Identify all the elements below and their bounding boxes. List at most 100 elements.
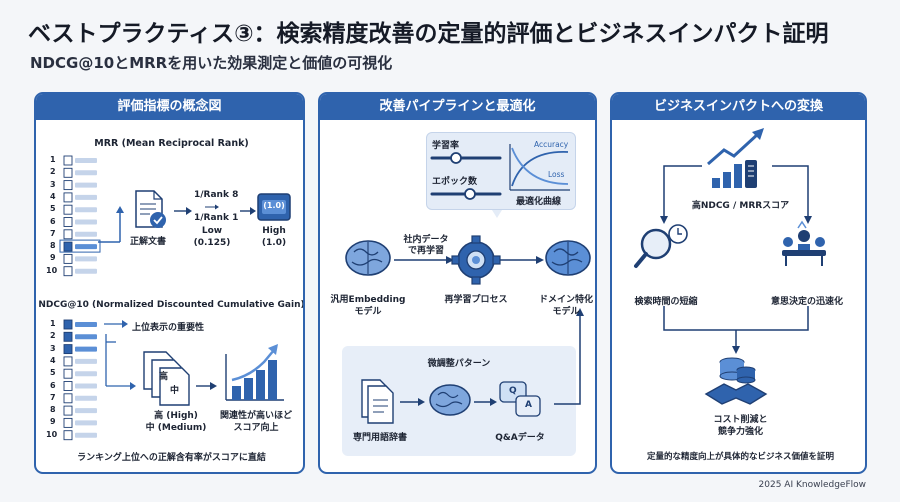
ndcg-rank-list [63,319,97,441]
rank-result-bar [75,371,97,377]
rank-result-bar [75,334,97,340]
high-relevance-label: 高 (High) [154,411,198,421]
rank-number: 7 [50,228,56,238]
rank-result-bar [75,420,97,426]
rank-document-row [63,253,73,264]
cost-label-1: コスト削減と [713,415,768,425]
relevance-note-1: 関連性が高いほど [219,411,292,421]
decision-meeting-icon [782,220,826,266]
base-model-brain-icon [345,240,391,276]
doc-mid-mark: 中 [170,386,180,396]
domain-model-label-1: ドメイン特化 [538,295,593,305]
score-box-icon [257,193,291,221]
rank-document-row [63,241,73,252]
rank-document-row [63,356,73,367]
rank-number: 5 [50,368,56,378]
rank-result-bar [75,383,97,389]
impact-panel: ビジネスインパクトへの変換 [610,92,867,474]
rank-number: 8 [50,241,56,251]
rank-number: 3 [50,343,56,353]
rank-result-bar [75,219,97,225]
rank-result-bar [75,346,97,352]
loss-label: Loss [548,170,565,179]
epochs-slider [430,188,502,200]
qa-data-label: Q&Aデータ [495,433,545,443]
glossary-label: 専門用語辞書 [352,433,407,443]
rank-number: 3 [50,179,56,189]
mrr-title: MRR (Mean Reciprocal Rank) [94,138,249,149]
rank-document-row [63,430,73,441]
accuracy-label: Accuracy [534,140,569,149]
internal-data-label-1: 社内データ [403,235,449,245]
rank-number: 4 [50,355,56,365]
rank-document-row [63,344,73,355]
rank-result-bar [75,170,97,176]
qa-a-mark: A [525,400,532,410]
decision-speed-label: 意思決定の迅速化 [770,297,843,307]
page-title: ベストプラクティス③：検索精度改善の定量的評価とビジネスインパクト証明 [28,21,829,47]
high-label: High [262,226,286,236]
rank-document-row [63,393,73,404]
rank-result-bar [75,207,97,213]
doc-high-mark: 高 [159,372,169,382]
learning-rate-slider [430,152,502,164]
rank-result-bar [75,182,97,188]
epochs-label: エポック数 [432,177,478,187]
pipeline-panel: 改善パイプラインと最適化 [318,92,597,474]
rank-result-bar [75,408,97,414]
cost-label-2: 競争力強化 [717,427,763,437]
retrain-process-label: 再学習プロセス [444,295,508,305]
search-time-icon [634,224,688,268]
impact-panel-header: ビジネスインパクトへの変換 [612,94,865,120]
curve-label: 最適化曲線 [516,197,562,207]
rank-document-row [63,180,73,191]
page-subtitle: NDCG@10とMRRを用いた効果測定と価値の可視化 [30,54,393,72]
impact-footer-note: 定量的な精度向上が具体的なビジネス価値を証明 [646,452,834,462]
rank-document-row [63,368,73,379]
domain-model-brain-icon [545,240,591,276]
cost-handshake-icon [704,357,768,405]
rank-document-row [63,167,73,178]
rank-number: 10 [46,265,58,275]
ndcg-title: NDCG@10 (Normalized Discounted Cumulativ… [38,300,305,310]
correct-doc-label: 正解文書 [130,237,167,247]
rank-document-row [63,229,73,240]
rank-document-row [63,319,73,330]
finetune-brain-icon [429,384,471,416]
top-importance-label: 上位表示の重要性 [132,323,205,333]
retrain-gear-icon [451,235,501,285]
rank-result-bar [75,395,97,401]
rank-number: 6 [50,216,56,226]
rank1-label: 1/Rank 1 [194,213,239,223]
optimization-curve-chart [509,144,570,191]
pipeline-diagram [345,144,591,424]
rank-number: 9 [50,417,56,427]
qa-data-icon [499,381,541,417]
rank-highlight [59,239,101,253]
correct-document-icon [135,190,166,228]
rank-result-bar [75,194,97,200]
rank-number: 2 [50,167,56,177]
low-value: (0.125) [193,238,231,248]
growth-chart-icon [707,128,764,188]
rank-number: 1 [50,319,56,328]
relevance-note-2: スコア向上 [233,423,279,433]
metrics-diagram [59,155,291,441]
rank-result-bar [75,432,97,438]
rank-number: 7 [50,392,56,402]
mid-relevance-label: 中 (Medium) [145,423,207,433]
rank-document-row [63,155,73,166]
metrics-footer-note: ランキング上位への正解含有率がスコアに直結 [77,453,266,463]
score-label: 高NDCG / MRRスコア [691,201,790,211]
rank-number: 10 [46,429,58,439]
low-label: Low [201,226,223,236]
high-value: (1.0) [261,238,287,248]
learning-rate-label: 学習率 [432,141,460,151]
rank-number: 9 [50,253,56,263]
rank-number: 2 [50,331,56,341]
metrics-panel: 評価指標の概念図 [34,92,305,474]
graded-documents-icon [143,351,190,406]
relevance-growth-chart [225,344,284,401]
score-box-value: (1.0) [263,201,285,210]
rank-result-bar [75,231,97,237]
